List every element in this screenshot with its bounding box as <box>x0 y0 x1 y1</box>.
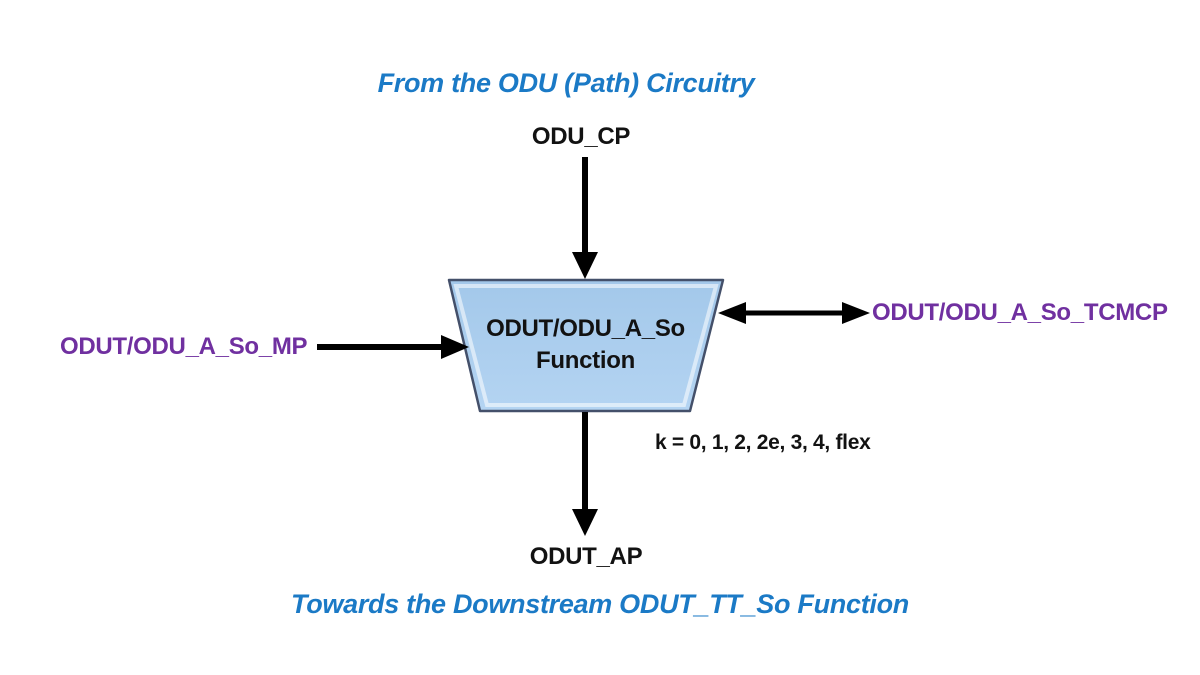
arrow-odu-cp-down <box>572 157 598 279</box>
top-caption: From the ODU (Path) Circuitry <box>377 68 755 98</box>
left-port-label: ODUT/ODU_A_So_MP <box>60 333 308 360</box>
function-block-shape <box>447 278 725 413</box>
trapezoid-bevel <box>453 284 719 407</box>
right-port-label: ODUT/ODU_A_So_TCMCP <box>872 299 1168 326</box>
function-block-label: ODUT/ODU_A_So Function <box>463 313 708 377</box>
top-port-label: ODU_CP <box>531 123 631 150</box>
arrow-mp-right <box>317 335 469 359</box>
function-block-label-line1: ODUT/ODU_A_So <box>486 315 685 342</box>
arrow-odut-ap-down <box>572 412 598 536</box>
k-values-note: k = 0, 1, 2, 2e, 3, 4, flex <box>655 431 871 454</box>
arrow-tcmcp-bidirectional <box>718 302 870 324</box>
function-block-label-line2: Function <box>536 347 635 374</box>
trapezoid <box>447 278 725 413</box>
bottom-caption: Towards the Downstream ODUT_TT_So Functi… <box>291 589 909 619</box>
bottom-port-label: ODUT_AP <box>529 543 643 570</box>
